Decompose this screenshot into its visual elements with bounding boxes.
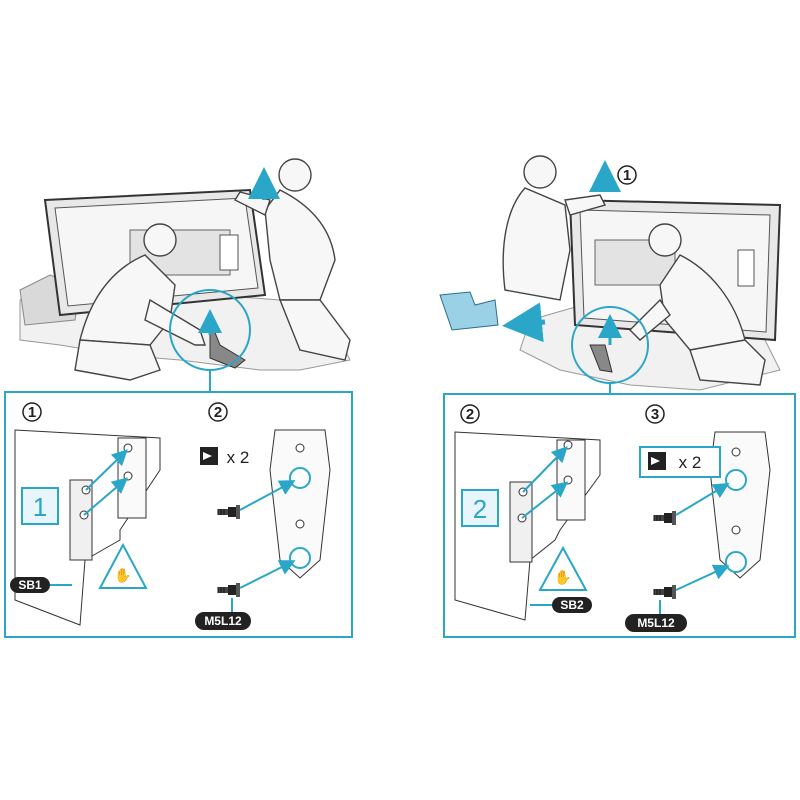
hand-icon: ✋ [114,567,131,583]
hand-icon: ✋ [554,569,571,585]
right-detail-panel: 2 2 ✋ SB2 3 [443,393,796,638]
top-step-number: 1 [623,167,631,184]
screw-label: M5L12 [204,614,242,628]
quantity-label: x 2 [227,448,250,467]
person-kneeling-right [629,223,766,386]
strip-label: SB2 [560,598,584,612]
quantity-label: x 2 [679,453,702,472]
left-detail-panel: 1 1 ✋ SB1 2 [4,391,353,638]
right-scene: 1 [439,155,782,394]
left-scene [19,158,351,392]
step-number: 2 [466,406,474,423]
step-number: 3 [651,406,659,423]
left-substep-1: 1 1 ✋ SB1 [10,402,161,626]
strip-label: SB1 [18,578,42,592]
part-number: 2 [473,494,487,524]
left-arrow-icon [502,302,546,343]
step-number: 1 [28,404,36,421]
caution-pinch-icon [98,542,148,589]
stand-leg [209,319,246,369]
step-number: 2 [214,404,222,421]
left-substep-2: 2 x 2 M5L12 [195,402,331,630]
part-number: 1 [33,492,47,522]
person-kneeling-left [74,223,206,381]
stand-leg [589,344,613,373]
caution-pinch-icon [538,545,588,591]
stand-box [439,291,499,331]
right-substep-3: 3 x 2 M5L12 [625,404,771,632]
person-lifting-right [502,155,607,301]
screw-label: M5L12 [637,616,675,630]
right-substep-2: 2 2 ✋ SB2 [454,404,601,621]
